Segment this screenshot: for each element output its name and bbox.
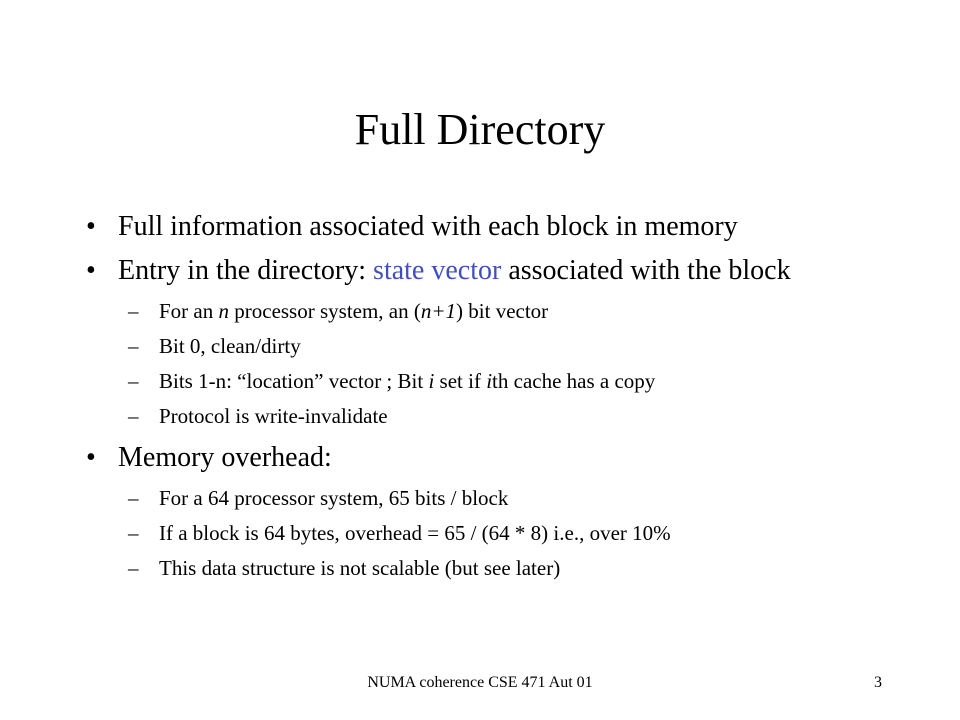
italic-var: i bbox=[428, 369, 435, 393]
sub-text: Bits 1-n: “location” vector ; Bit bbox=[159, 369, 429, 393]
sub-bullet-item: – Bits 1-n: “location” vector ; Bit i se… bbox=[86, 369, 856, 394]
sub-text: th cache has a copy bbox=[492, 369, 656, 393]
bullet-item: • Entry in the directory: state vector a… bbox=[86, 252, 856, 289]
sub-text: For an bbox=[159, 299, 219, 323]
sub-bullet-item: – For an n processor system, an (n+1) bi… bbox=[86, 299, 856, 324]
dash-glyph: – bbox=[128, 404, 139, 428]
sub-bullet-item: – Protocol is write-invalidate bbox=[86, 404, 856, 429]
dash-glyph: – bbox=[128, 334, 139, 358]
bullet-text: Full information associated with each bl… bbox=[118, 211, 738, 242]
dash-glyph: – bbox=[128, 556, 139, 580]
sub-text: set if bbox=[434, 369, 487, 393]
page-number: 3 bbox=[874, 674, 882, 691]
sub-text: ) bit vector bbox=[456, 299, 549, 323]
italic-var: n+1 bbox=[420, 299, 457, 323]
sub-text: For a 64 processor system, 65 bits / blo… bbox=[159, 486, 509, 510]
italic-var: n bbox=[218, 299, 230, 323]
sub-text: Protocol is write-invalidate bbox=[159, 404, 388, 428]
sub-bullet-item: – This data structure is not scalable (b… bbox=[86, 556, 856, 581]
footer-text: NUMA coherence CSE 471 Aut 01 bbox=[367, 674, 593, 691]
bullet-text: Memory overhead: bbox=[118, 442, 332, 473]
dash-glyph: – bbox=[128, 299, 139, 323]
sub-text: processor system, an ( bbox=[229, 299, 421, 323]
bullet-list: • Full information associated with each … bbox=[86, 208, 856, 591]
bullet-highlight: state vector bbox=[373, 255, 502, 286]
slide-title: Full Directory bbox=[354, 105, 606, 154]
sub-bullet-item: – If a block is 64 bytes, overhead = 65 … bbox=[86, 521, 856, 546]
sub-bullet-item: – For a 64 processor system, 65 bits / b… bbox=[86, 486, 856, 511]
bullet-text-after: associated with the block bbox=[501, 255, 791, 286]
dash-glyph: – bbox=[128, 521, 139, 545]
dash-glyph: – bbox=[128, 486, 139, 510]
bullet-text-before: Entry in the directory: bbox=[118, 255, 374, 286]
bullet-glyph: • bbox=[86, 255, 96, 286]
sub-bullet-list: – For a 64 processor system, 65 bits / b… bbox=[86, 486, 856, 581]
sub-text: Bit 0, clean/dirty bbox=[159, 334, 301, 358]
bullet-glyph: • bbox=[86, 442, 96, 473]
bullet-item: • Memory overhead: bbox=[86, 439, 856, 476]
dash-glyph: – bbox=[128, 369, 139, 393]
italic-var: i bbox=[486, 369, 493, 393]
sub-bullet-item: – Bit 0, clean/dirty bbox=[86, 334, 856, 359]
sub-bullet-list: – For an n processor system, an (n+1) bi… bbox=[86, 299, 856, 429]
sub-text: This data structure is not scalable (but… bbox=[159, 556, 561, 580]
sub-text: If a block is 64 bytes, overhead = 65 / … bbox=[159, 521, 671, 545]
bullet-glyph: • bbox=[86, 211, 96, 242]
bullet-item: • Full information associated with each … bbox=[86, 208, 856, 245]
